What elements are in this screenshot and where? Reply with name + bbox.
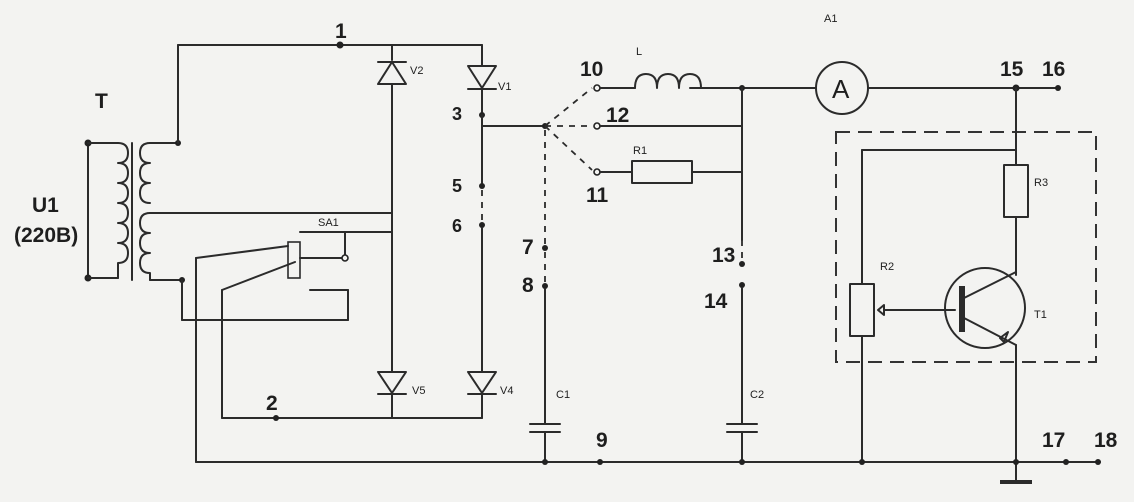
resistor-r1 bbox=[599, 160, 743, 184]
label-v4: V4 bbox=[500, 385, 513, 397]
label-v1: V1 bbox=[498, 81, 511, 93]
label-sa1: SA1 bbox=[318, 217, 339, 229]
node-2: 2 bbox=[266, 392, 278, 415]
node-16: 16 bbox=[1042, 58, 1065, 81]
label-c1: C1 bbox=[556, 389, 570, 401]
transformer-t bbox=[84, 139, 393, 283]
node-5: 5 bbox=[452, 176, 462, 196]
node-12: 12 bbox=[606, 104, 629, 127]
label-u1-voltage: (220В) bbox=[14, 224, 78, 247]
label-t: T bbox=[95, 90, 108, 113]
node-1: 1 bbox=[335, 20, 347, 43]
node-10: 10 bbox=[580, 58, 603, 81]
capacitor-c1 bbox=[529, 288, 561, 463]
node-6: 6 bbox=[452, 216, 462, 236]
label-r1: R1 bbox=[633, 145, 647, 157]
node-11: 11 bbox=[586, 184, 609, 207]
label-v5: V5 bbox=[412, 385, 425, 397]
node-13: 13 bbox=[712, 244, 735, 267]
diode-v1 bbox=[467, 44, 497, 113]
label-v2: V2 bbox=[410, 65, 423, 77]
label-u1: U1 bbox=[32, 194, 59, 217]
label-r2: R2 bbox=[880, 261, 894, 273]
node-14: 14 bbox=[704, 290, 728, 313]
ammeter-symbol: A bbox=[832, 74, 850, 104]
label-t1: T1 bbox=[1034, 309, 1047, 321]
node-17: 17 bbox=[1042, 429, 1065, 452]
label-l: L bbox=[636, 46, 642, 58]
transistor-t1 bbox=[944, 267, 1026, 481]
diode-v4 bbox=[467, 371, 497, 419]
diode-v2 bbox=[377, 44, 407, 373]
node-8: 8 bbox=[522, 274, 534, 297]
ammeter-a1 bbox=[815, 61, 1059, 115]
switch-sa1 bbox=[181, 231, 393, 463]
node-3: 3 bbox=[452, 104, 462, 124]
label-c2: C2 bbox=[750, 389, 764, 401]
node-15: 15 bbox=[1000, 58, 1024, 81]
diode-v5 bbox=[377, 371, 407, 419]
node-7: 7 bbox=[522, 236, 534, 259]
label-r3: R3 bbox=[1034, 177, 1048, 189]
load-module-box bbox=[835, 131, 1097, 363]
node-9: 9 bbox=[596, 429, 608, 452]
inductor-l bbox=[599, 73, 817, 89]
potentiometer-r2 bbox=[849, 149, 956, 463]
capacitor-c2 bbox=[726, 287, 758, 463]
label-a1: A1 bbox=[824, 13, 837, 25]
node-18: 18 bbox=[1094, 429, 1118, 452]
resistor-r3 bbox=[861, 87, 1029, 276]
